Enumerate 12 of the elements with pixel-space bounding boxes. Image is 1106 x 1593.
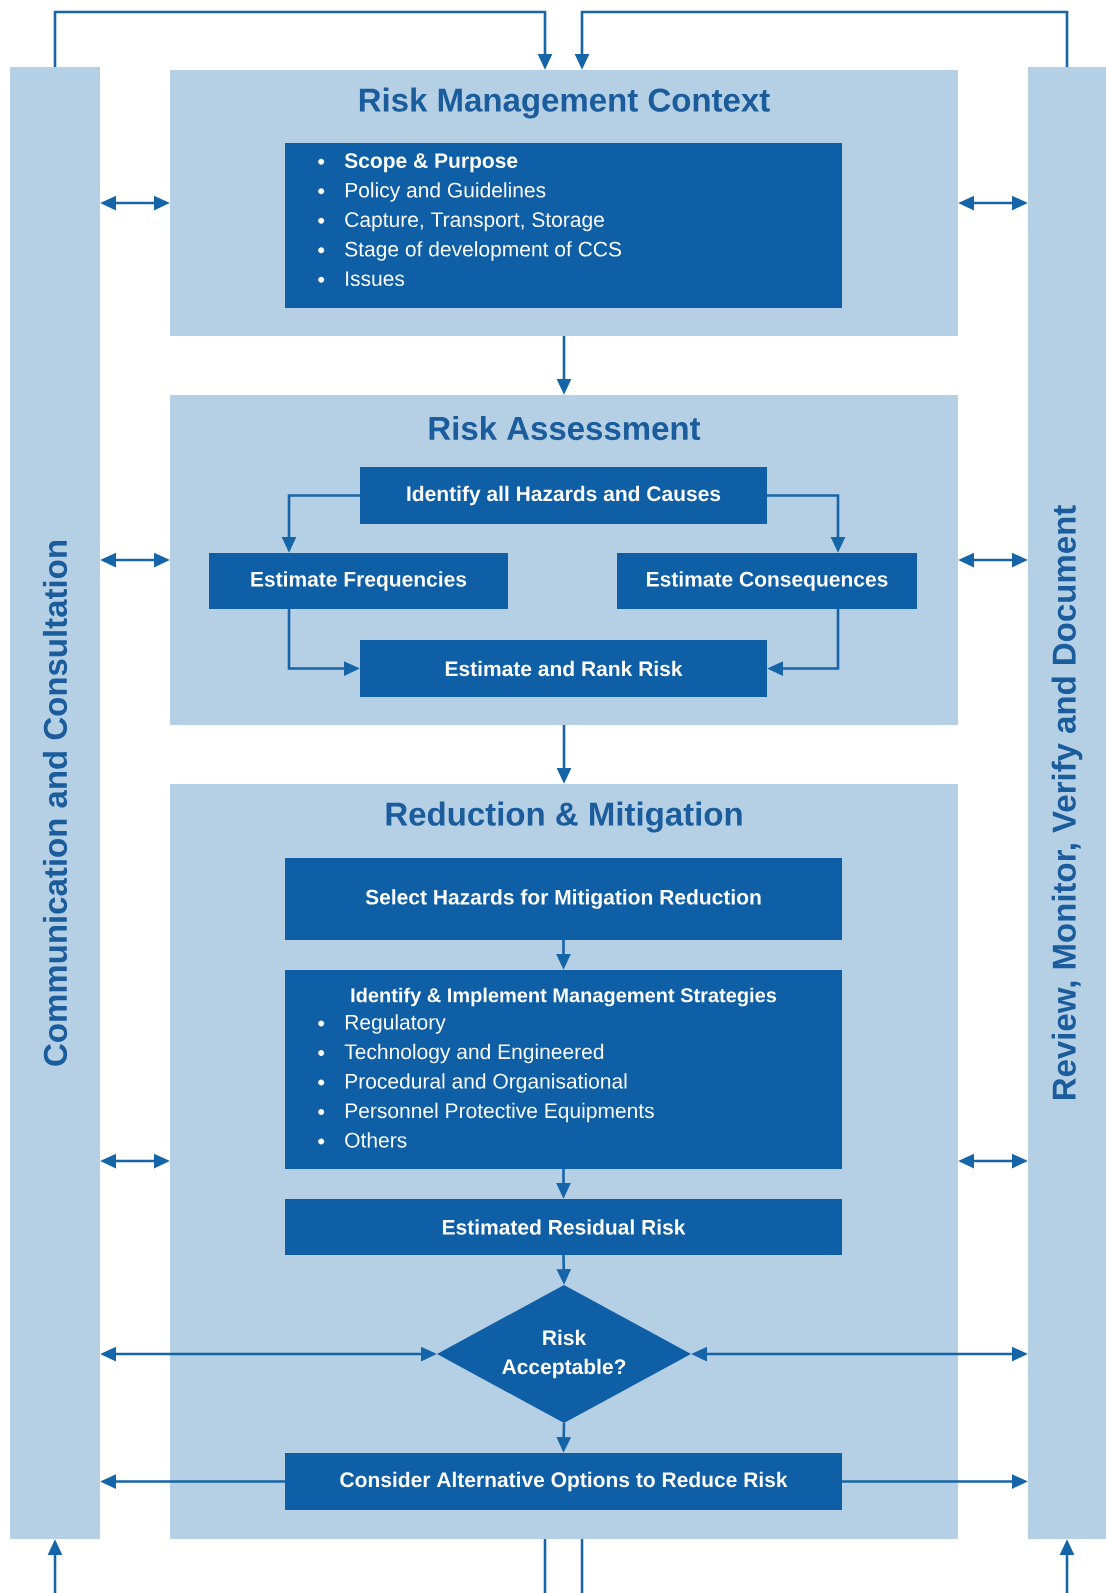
process-box: Select Hazards for Mitigation Reduction	[285, 858, 842, 940]
list-box: Identify & Implement Management Strategies Regulatory Technology and Engineered Procedural and Organisational Personnel Protective Equipments Others	[285, 970, 842, 1169]
process-box: Estimate and Rank Risk	[360, 640, 767, 697]
process-box: Estimate Consequences	[617, 553, 917, 609]
list-box: Scope & Purpose Policy and Guidelines Capture, Transport, Storage Stage of development of CCS Issues	[285, 143, 842, 308]
side-band: Communication and Consultation	[10, 67, 100, 1539]
side-band: Review, Monitor, Verify and Document	[1028, 67, 1106, 1539]
process-box: Identify all Hazards and Causes	[360, 467, 767, 524]
arrow	[47, 1539, 547, 1593]
process-box: Estimated Residual Risk	[285, 1199, 842, 1255]
process-box: Consider Alternative Options to Reduce Risk	[285, 1453, 842, 1510]
process-box: Estimate Frequencies	[209, 553, 508, 609]
